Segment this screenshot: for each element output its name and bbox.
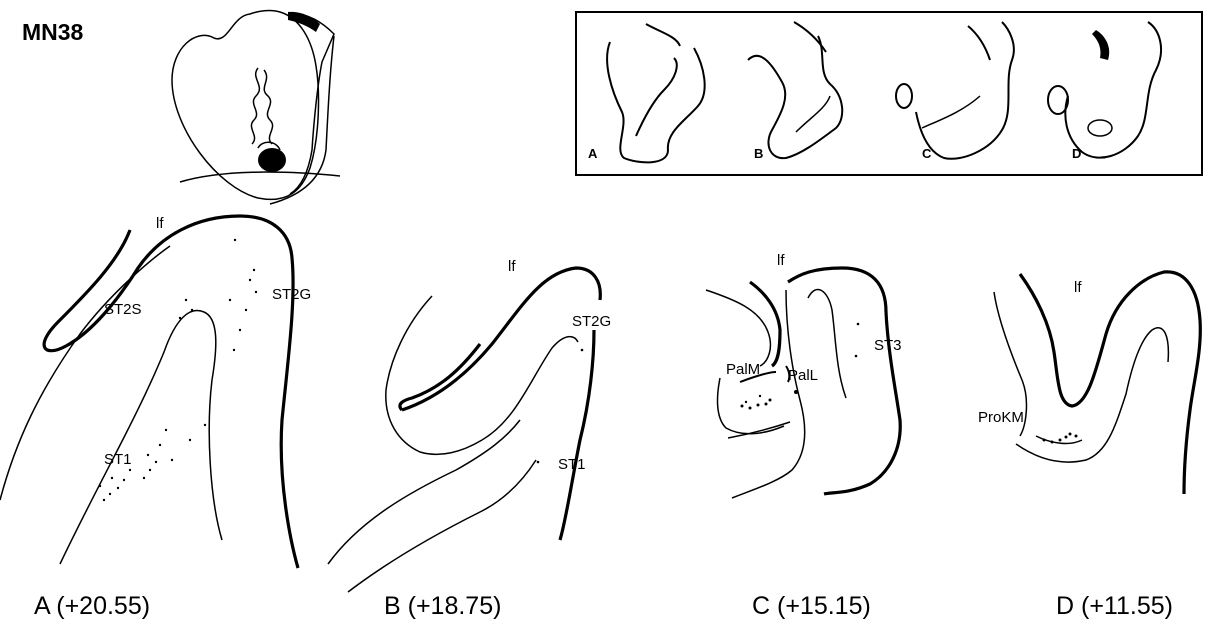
inset-section-b: B [748, 22, 842, 161]
lesion-site-blob [258, 148, 286, 172]
inset-label-d: D [1072, 146, 1081, 161]
caption-d: D (+11.55) [1056, 592, 1173, 620]
inset-section-a: A [588, 24, 705, 162]
label-lf-c: lf [777, 252, 785, 269]
label-st2g-a: ST2G [272, 286, 311, 303]
inset-label-a: A [588, 146, 598, 161]
label-prokm-d: ProKM [978, 409, 1024, 426]
section-panel-d: lf ProKM D (+11.55) [978, 272, 1200, 620]
section-panel-a: lf ST2S ST2G ST1 A (+20.55) [0, 215, 311, 620]
caption-c: C (+15.15) [752, 592, 871, 620]
inset-label-c: C [922, 146, 932, 161]
label-palm-c: PalM [726, 361, 760, 378]
inset-section-c: C [896, 22, 1014, 161]
label-lf-b: lf [508, 258, 516, 275]
label-st3-c: ST3 [874, 337, 902, 354]
label-st2g-b: ST2G [572, 313, 611, 330]
inset-section-d: D [1048, 22, 1161, 161]
case-id-label: MN38 [22, 19, 84, 45]
caption-a: A (+20.55) [34, 592, 150, 620]
section-panel-b: lf ST2G ST1 B (+18.75) [328, 258, 611, 620]
label-st1-b: ST1 [558, 456, 586, 473]
brain-overview-sketch [172, 11, 340, 204]
section-panel-c: lf ST3 PalM PalL C (+15.15) [706, 252, 902, 620]
label-pall-c: PalL [788, 367, 818, 384]
inset-panel: A B C D [576, 12, 1202, 175]
caption-b: B (+18.75) [384, 592, 501, 620]
label-lf-a: lf [156, 215, 164, 232]
label-st1-a: ST1 [104, 451, 132, 468]
label-lf-d: lf [1074, 279, 1082, 296]
inset-label-b: B [754, 146, 763, 161]
label-st2s-a: ST2S [104, 301, 142, 318]
